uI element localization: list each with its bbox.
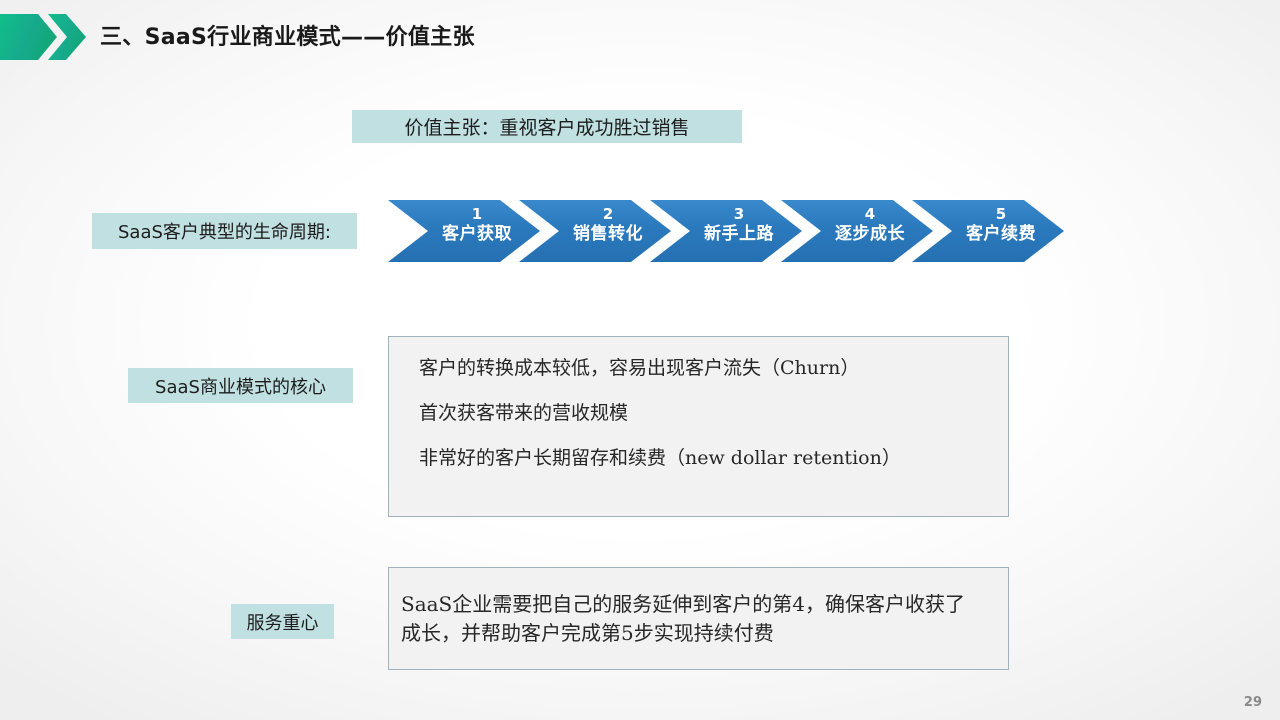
- process-step-2: 2 销售转化: [519, 200, 671, 262]
- process-step-4: 4 逐步成长: [781, 200, 933, 262]
- double-chevron-right-icon: [0, 14, 86, 60]
- core-model-box: 客户的转换成本较低，容易出现客户流失（Churn） 首次获客带来的营收规模 非常…: [388, 336, 1009, 517]
- process-step-3-label: 新手上路: [704, 223, 774, 244]
- process-step-2-label: 销售转化: [573, 223, 643, 244]
- process-step-4-number: 4: [864, 205, 876, 223]
- process-step-3: 3 新手上路: [650, 200, 802, 262]
- value-proposition-banner: 价值主张：重视客户成功胜过销售: [352, 110, 742, 143]
- process-step-4-label: 逐步成长: [835, 223, 905, 244]
- process-step-5-number: 5: [995, 205, 1007, 223]
- lifecycle-process-flow: 1 客户获取 2 销售转化 3 新手上路 4 逐步成长 5 客户续费: [388, 200, 1064, 262]
- lifecycle-label: SaaS客户典型的生命周期:: [92, 213, 357, 249]
- core-model-label: SaaS商业模式的核心: [128, 368, 353, 403]
- process-step-3-number: 3: [733, 205, 745, 223]
- core-model-line-2: 首次获客带来的营收规模: [419, 402, 629, 424]
- service-focus-text: SaaS企业需要把自己的服务延伸到客户的第4，确保客户收获了成长，并帮助客户完成…: [401, 592, 965, 645]
- page-number: 29: [1243, 695, 1262, 710]
- core-model-line-3: 非常好的客户长期留存和续费（new dollar retention）: [419, 447, 901, 469]
- service-focus-box: SaaS企业需要把自己的服务延伸到客户的第4，确保客户收获了成长，并帮助客户完成…: [388, 567, 1009, 670]
- process-step-5-label: 客户续费: [966, 223, 1036, 244]
- page-title: 三、SaaS行业商业模式——价值主张: [100, 25, 475, 50]
- service-focus-label: 服务重心: [231, 604, 334, 639]
- core-model-line-1: 客户的转换成本较低，容易出现客户流失（Churn）: [419, 357, 860, 379]
- process-step-1-label: 客户获取: [442, 223, 512, 244]
- process-step-1: 1 客户获取: [388, 200, 540, 262]
- slide-header: 三、SaaS行业商业模式——价值主张: [0, 0, 1280, 72]
- process-step-5: 5 客户续费: [912, 200, 1064, 262]
- process-step-2-number: 2: [602, 205, 614, 223]
- process-step-1-number: 1: [471, 205, 483, 223]
